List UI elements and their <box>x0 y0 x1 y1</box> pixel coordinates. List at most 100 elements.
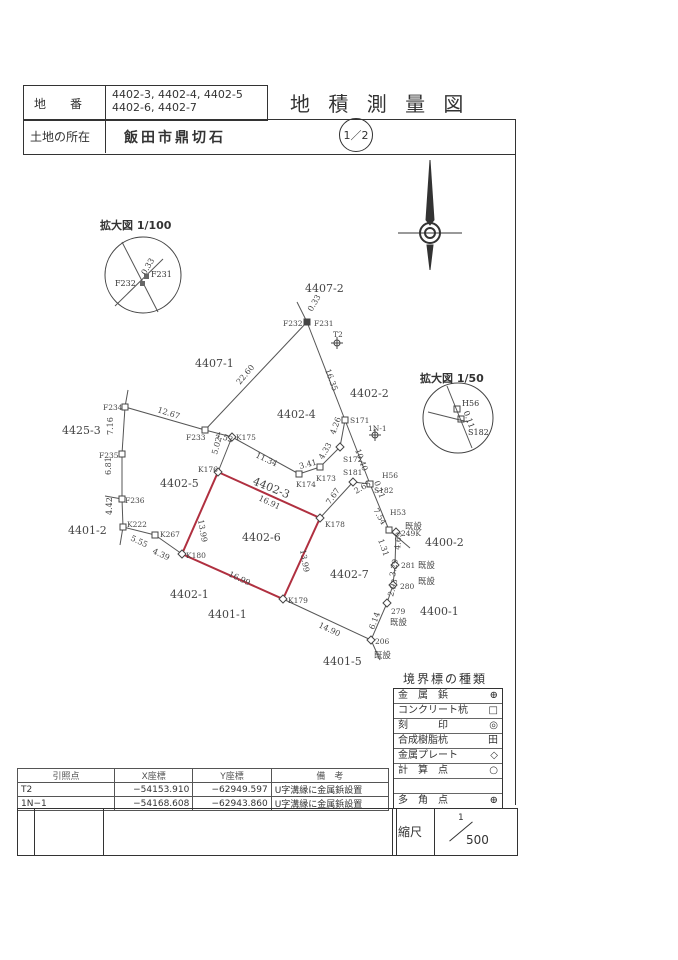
point-label: H56 <box>382 471 398 480</box>
distance-label: 4.69 <box>393 532 404 551</box>
existing-mark-label: 既設 <box>374 650 392 661</box>
point-label: 281 <box>401 561 415 570</box>
distance-label: 22.60 <box>235 363 257 386</box>
inset-1-100-p1: F232 <box>115 279 136 288</box>
point-label: F232 <box>283 319 303 328</box>
metal-plate-icon <box>366 635 376 645</box>
distance-label: 7.67 <box>324 486 342 506</box>
boundary-line <box>121 498 124 528</box>
metal-plate-icon <box>335 442 345 452</box>
point-label: 279 <box>391 607 406 616</box>
boundary-line <box>339 419 346 448</box>
distance-label: 11.34 <box>254 451 279 469</box>
lot-number-box: 地 番 4402-3, 4402-4, 4402-5 4402-6, 4402-… <box>23 85 268 121</box>
cell: U字溝縁に金属鋲設置 <box>270 782 390 797</box>
point-label: F234 <box>103 403 123 412</box>
lot-label: 4402-5 <box>160 477 199 490</box>
resin-stake-icon <box>295 470 303 478</box>
distance-label: 7.54 <box>371 507 388 527</box>
legend-item: コンクリート杭□ <box>394 704 502 719</box>
page-number: 1／2 <box>339 118 373 152</box>
resin-stake-icon <box>151 531 159 539</box>
resin-stake-icon <box>341 416 349 424</box>
location-value: 飯田市鼎切石 <box>124 129 226 146</box>
scale-label: 縮尺 <box>398 825 423 839</box>
point-label: K173 <box>316 474 336 483</box>
metal-plate-icon <box>348 477 358 487</box>
distance-label: 13.99 <box>196 519 209 543</box>
distance-label: 13.99 <box>298 549 311 573</box>
legend-item: 合成樹脂杭 田 <box>394 734 502 749</box>
lot-numbers-line1: 4402-3, 4402-4, 4402-5 <box>112 88 243 101</box>
metal-plate-icon <box>388 580 398 590</box>
point-label: K267 <box>160 530 180 539</box>
lot-label: 4402-2 <box>350 387 389 400</box>
legend-label: 計 算 点 <box>398 765 448 776</box>
point-label: 249K <box>401 529 421 538</box>
legend-symbol-icon: ◎ <box>489 720 498 731</box>
legend-label: 多 角 点 <box>398 795 448 806</box>
boundary-line <box>217 436 233 473</box>
resin-stake-icon <box>366 480 374 488</box>
existing-mark-label: 既設 <box>418 560 436 571</box>
cell: −54153.910 <box>113 782 194 797</box>
distance-label: 16.99 <box>227 570 252 588</box>
legend-symbol-icon: ◇ <box>490 750 498 761</box>
distance-label: 0.33 <box>306 293 323 313</box>
inset-1-100-title: 拡大図 1/100 <box>100 219 172 232</box>
reference-point-table: 引照点 X座標 Y座標 備 考 T2 −54153.910 −62949.597… <box>17 768 390 811</box>
metal-plate-icon <box>315 513 325 523</box>
point-label: S181 <box>343 468 362 477</box>
legend-box: 金 属 鋲⊕コンクリート杭□刻 印◎合成樹脂杭田金属プレート◇計 算 点○多 角… <box>393 688 503 809</box>
cell: U字溝縁に金属鋲設置 <box>270 796 390 811</box>
boundary-line <box>394 531 397 566</box>
col-remarks: 備 考 <box>270 768 390 783</box>
resin-stake-icon <box>121 403 129 411</box>
distance-label: 5.02 <box>210 436 223 456</box>
distance-label: 3.41 <box>298 458 318 471</box>
distance-label: 4.39 <box>151 547 171 563</box>
lot-label: 4425-3 <box>62 424 101 437</box>
legend-item: 刻 印◎ <box>394 719 502 734</box>
legend-symbol-icon: 田 <box>488 735 498 746</box>
distance-label: 16.35 <box>323 368 339 393</box>
distance-label: 12.67 <box>156 405 181 421</box>
legend-item: 金 属 鋲⊕ <box>394 689 502 704</box>
metal-plate-icon <box>177 549 187 559</box>
point-label: K178 <box>325 520 345 529</box>
lot-label: 4400-1 <box>420 605 459 618</box>
legend-symbol-icon: ⊕ <box>489 690 498 701</box>
boundary-line <box>121 406 126 455</box>
distance-label: 6.81 <box>104 457 113 475</box>
metal-plate-icon <box>213 467 223 477</box>
inset-1-100 <box>104 236 182 314</box>
resin-stake-icon <box>316 463 324 471</box>
table-header-row: 引照点 X座標 Y座標 備 考 <box>17 768 390 783</box>
legend-symbol-icon: ⊕ <box>489 795 498 806</box>
resin-stake-icon <box>118 450 126 458</box>
cell: −62943.860 <box>192 796 272 811</box>
legend-label: コンクリート杭 <box>398 705 468 716</box>
distance-label: 4.42 <box>105 497 114 515</box>
cell: −62949.597 <box>192 782 272 797</box>
existing-mark-label: 既設 <box>418 576 436 587</box>
table-row: T2 −54153.910 −62949.597 U字溝縁に金属鋲設置 <box>17 782 390 797</box>
point-label: S171 <box>350 416 369 425</box>
lot-label: 4402-1 <box>170 588 209 601</box>
metal-plate-icon <box>382 598 392 608</box>
boundary-line <box>319 481 354 519</box>
legend-label: 合成樹脂杭 <box>398 735 448 746</box>
existing-mark-label: 既設 <box>390 617 408 628</box>
point-label: T2 <box>333 330 343 339</box>
boundary-line <box>370 639 381 661</box>
metal-plate-icon <box>390 560 400 570</box>
lot-label: 4401-2 <box>68 524 107 537</box>
scale-numerator: 1 <box>458 813 464 823</box>
metal-plate-icon <box>278 594 288 604</box>
distance-label: 1.31 <box>376 538 391 558</box>
lot-label: 4402-4 <box>277 408 316 421</box>
distance-label: 7.16 <box>106 417 115 435</box>
point-label: 280 <box>400 582 415 591</box>
metal-plate-icon <box>227 432 237 442</box>
